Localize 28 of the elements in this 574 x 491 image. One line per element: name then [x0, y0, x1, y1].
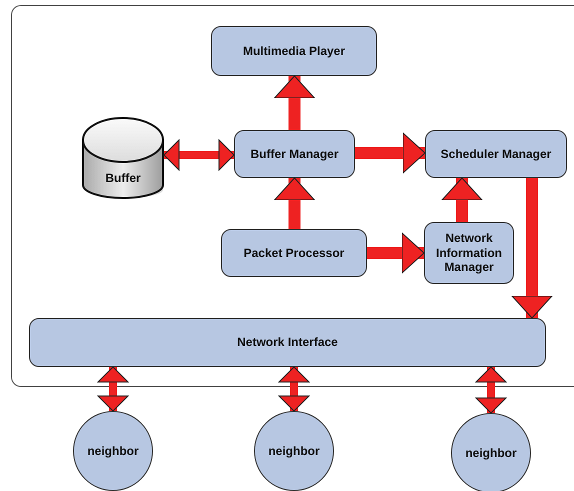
double-arrow [476, 366, 506, 414]
node-label: Multimedia Player [242, 44, 346, 58]
process-box [234, 130, 355, 178]
node-label: Network Information Manager [435, 231, 503, 275]
double-arrow [98, 366, 128, 412]
node-label: neighbor [465, 446, 517, 460]
node-label: neighbor [87, 444, 139, 458]
process-box [29, 318, 546, 367]
arrow [274, 178, 315, 229]
node-label: Network Interface [237, 335, 338, 350]
process-box [211, 26, 377, 76]
arrow [274, 76, 315, 130]
database-cylinder [82, 117, 164, 199]
node-label: Buffer Manager [250, 146, 338, 162]
arrow [442, 178, 482, 222]
node-label: Scheduler Manager [440, 146, 552, 162]
arrow [367, 232, 424, 274]
system-boundary [11, 5, 574, 387]
node-label: neighbor [268, 444, 320, 458]
process-box [425, 130, 567, 178]
arrow [512, 178, 552, 318]
node-label: Packet Processor [244, 246, 344, 260]
double-arrow [278, 366, 310, 412]
process-box [221, 229, 367, 277]
process-box [424, 222, 514, 284]
double-arrow [164, 140, 234, 170]
arrow [355, 132, 426, 174]
node-label: Buffer [105, 170, 141, 185]
